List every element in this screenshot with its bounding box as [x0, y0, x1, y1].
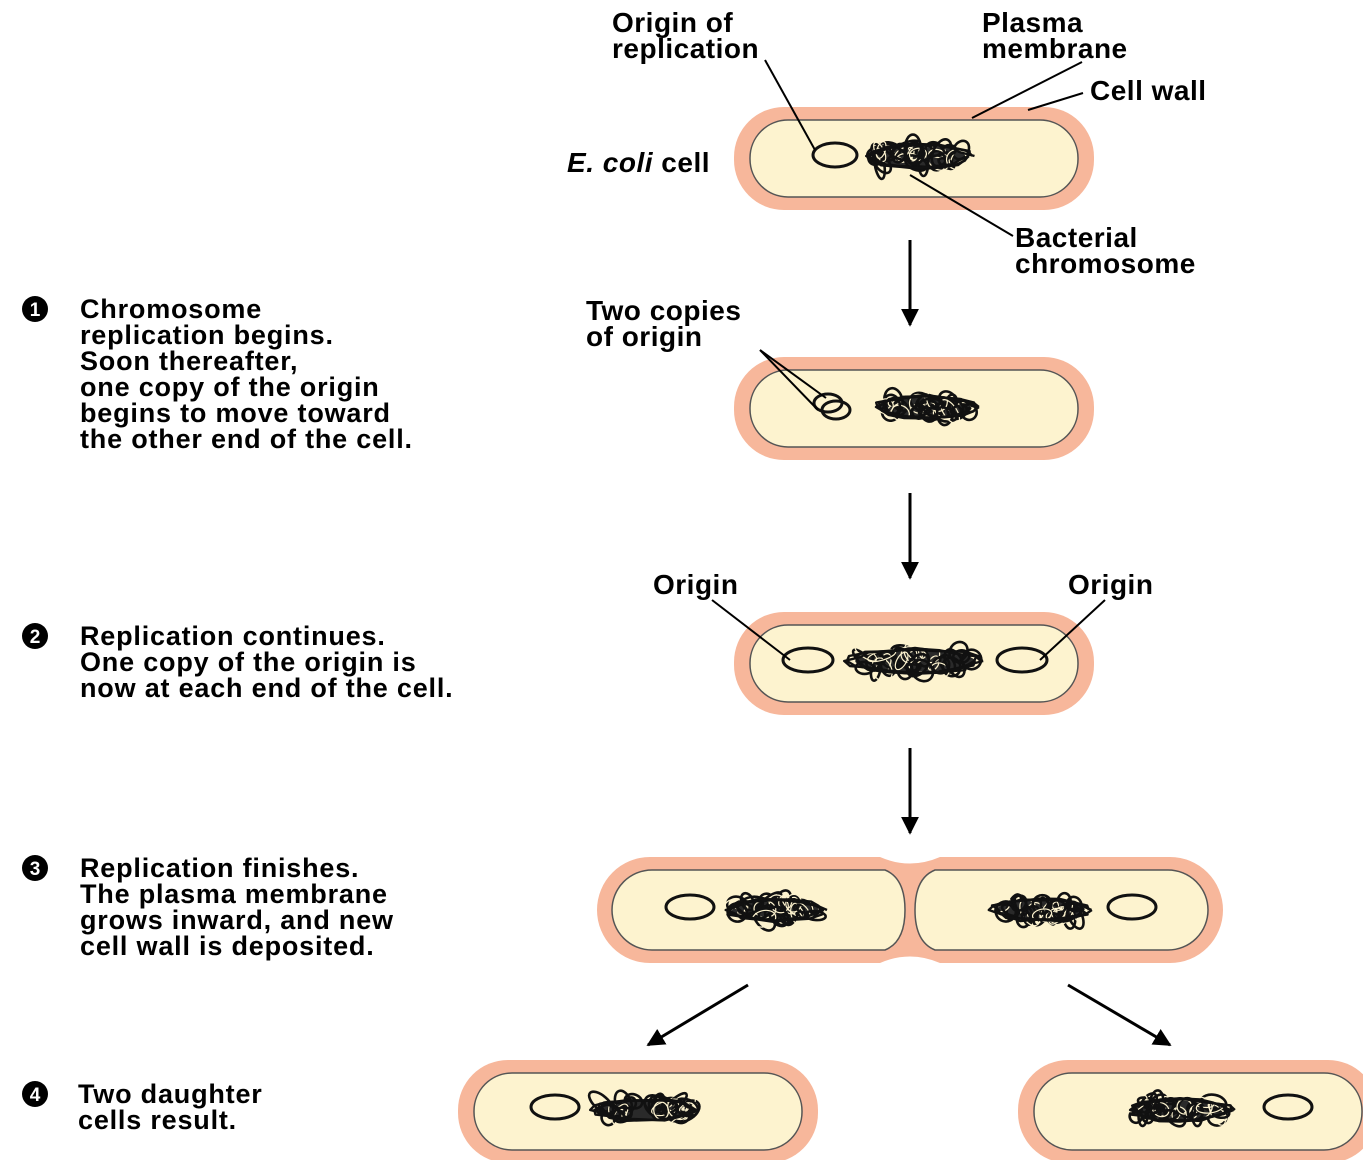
bacterial-chromosome-step-2 — [843, 640, 984, 683]
ecoli-cell-step-2 — [734, 612, 1094, 715]
chromosome-loop — [1010, 894, 1028, 913]
step-1-text: Chromosome replication begins. Soon ther… — [80, 294, 413, 454]
plasma-membrane-leader-line — [971, 61, 1083, 119]
chromosome-loop — [937, 390, 958, 411]
step-2-badge — [22, 623, 48, 649]
chromosome-loop — [909, 658, 935, 683]
chromosome-loop — [1139, 1092, 1159, 1114]
chromosome-outline — [854, 647, 978, 675]
step-3-text: Replication finishes. The plasma membran… — [80, 853, 402, 961]
bacterial-chromosome-step-3-left — [724, 889, 828, 932]
cell-wall-label: Cell wall — [1090, 75, 1207, 106]
origin-right-loop — [995, 646, 1049, 674]
chromosome-loop — [803, 909, 827, 922]
chromosome-outline — [724, 898, 825, 924]
chromosome-loop — [919, 397, 946, 410]
step-4-text: Two daughter cells result. — [78, 1079, 271, 1135]
chromosome-loop — [1125, 1094, 1148, 1113]
origin-of-replication-label: Origin of replication — [612, 7, 759, 64]
diagonal-arrow-left — [646, 983, 749, 1047]
chromosome-loop — [1066, 895, 1083, 913]
bacterial-chromosome-step-1 — [874, 386, 980, 427]
step-1: 1 Chromosome replication begins. Soon th… — [22, 294, 413, 454]
origin-left-leader-line — [711, 599, 791, 661]
chromosome-outline — [994, 898, 1092, 921]
step-2: 2 Replication continues. One copy of the… — [22, 621, 453, 703]
daughter-cell-left — [458, 1060, 818, 1160]
chromosome-loop — [903, 133, 923, 165]
chromosome-loop — [650, 1092, 667, 1120]
bacterial-chromosome-step-3-right — [987, 891, 1093, 930]
step-1-number: 1 — [30, 300, 41, 321]
step-4-number: 4 — [30, 1085, 41, 1106]
chromosome-outline — [865, 143, 971, 170]
copies-leader-line-a — [759, 349, 827, 399]
bacterial-chromosome-label: Bacterial chromosome — [1015, 222, 1196, 279]
step-1-badge — [22, 296, 48, 322]
diagonal-arrow-right — [1067, 983, 1172, 1047]
chromosome-loop — [875, 141, 887, 159]
chromosome-outline — [874, 393, 980, 420]
origin-daughter-left — [529, 1093, 581, 1121]
origin-copy-2 — [820, 399, 852, 421]
chromosome-loop — [768, 894, 789, 914]
bacterial-chromosome-daughter-left — [587, 1089, 701, 1128]
step-3-badge — [22, 855, 48, 881]
plasma-membrane-label: Plasma membrane — [982, 7, 1128, 64]
step-2-text: Replication continues. One copy of the o… — [80, 621, 453, 703]
daughter-cell-right — [1018, 1060, 1363, 1160]
origin-left-label: Origin — [653, 569, 738, 600]
ecoli-cell-initial — [734, 107, 1094, 210]
bacterial-chromosome-initial — [865, 133, 975, 181]
chromosome-outline — [589, 1098, 695, 1122]
chromosome-loop — [757, 904, 773, 920]
chromosome-outline — [1128, 1097, 1234, 1123]
step-3: 3 Replication finishes. The plasma membr… — [22, 853, 402, 961]
chromosome-leader-line — [909, 174, 1014, 237]
origin-left-loop — [781, 646, 835, 674]
chromosome-loop — [1152, 1095, 1177, 1117]
step-2-number: 2 — [30, 627, 41, 648]
origin-right-leader-line — [1039, 599, 1106, 661]
ecoli-cell-step-1 — [734, 357, 1094, 460]
chromosome-loop — [894, 651, 909, 671]
bacterial-chromosome-daughter-right — [1125, 1089, 1236, 1128]
origin-step-3-right — [1106, 893, 1158, 921]
step-3-number: 3 — [30, 859, 41, 880]
chromosome-loop — [945, 148, 968, 170]
cell-wall-leader-line — [1027, 92, 1084, 111]
origin-leader-line — [764, 59, 816, 151]
chromosome-loop — [751, 909, 777, 928]
ecoli-cell-label: E. coli cell — [567, 147, 710, 178]
step-4-badge — [22, 1081, 48, 1107]
origin-loop — [811, 141, 859, 169]
origin-right-label: Origin — [1068, 569, 1153, 600]
copies-leader-line-b — [759, 349, 819, 411]
origin-step-3-left — [664, 893, 716, 921]
origin-daughter-right — [1262, 1093, 1314, 1121]
step-4: 4 Two daughter cells result. — [22, 1079, 271, 1135]
chromosome-loop — [854, 645, 878, 662]
chromosome-outline — [726, 898, 828, 923]
chromosome-loop — [871, 652, 887, 666]
ecoli-cell-step-3-dividing — [597, 857, 1223, 963]
two-copies-of-origin-label: Two copies of origin — [586, 295, 750, 352]
